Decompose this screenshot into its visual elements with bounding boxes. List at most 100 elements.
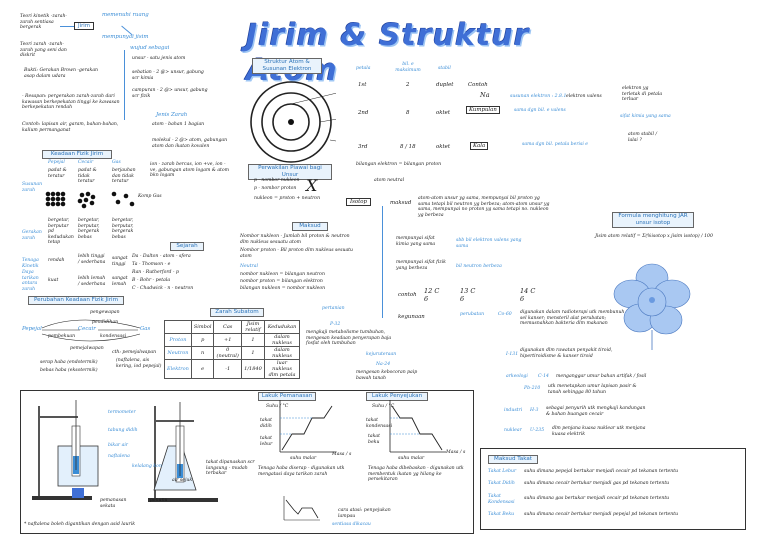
tenaga-cecair: lebih tinggi / sederhana [78, 254, 106, 265]
state-pepejal: Pepejal [22, 326, 42, 332]
table-cell: +1 [213, 333, 242, 347]
col-bil-e: bil. e maksimum [395, 62, 421, 73]
formula-jar-text: Jisim atom relatif = Σ(%isotop x jisim i… [595, 234, 713, 239]
tenaga-pepejal: rendah [48, 258, 65, 263]
col-pepejal: Pepejal [48, 160, 65, 165]
daya-gas: sangat lemah [112, 276, 128, 287]
isotop-contoh: contoh [398, 292, 417, 298]
bebas-haba: bebas haba (eksotermik) [40, 368, 98, 373]
col-cecair: Cecair [78, 160, 94, 165]
state-gas: Gas [140, 326, 151, 332]
keg-p32-note: mengkaji metabolisme tumbuhan, mengesan … [306, 330, 392, 347]
keg-pb210-note: utk menetapkan umur lapisan pasir & tana… [548, 384, 637, 395]
molekul-text: molekul - 2 @> atom, gabungan atom dan i… [152, 138, 228, 149]
pemanasan-suhu: Suhu / °C [266, 404, 289, 409]
label-sentiasa: sentiasa dikacau [332, 522, 371, 527]
shell-1st-max: 2 [406, 82, 410, 88]
table-cell: 1 [240, 333, 266, 347]
pemanasan-takat-didih: takat didih [260, 418, 272, 429]
table-cell: Elektron [164, 359, 192, 379]
label-tabung-didih: tabung didih [108, 428, 138, 433]
penyejukan-masa: Masa / s [446, 450, 466, 455]
keg-na24: Na-24 [376, 362, 391, 367]
unsur-text: unsur - satu jenis atom [132, 56, 186, 61]
page-title: Jirim & Struktur Atom [246, 18, 530, 88]
label-supercooling: cara atasi: penyejukan lampau [338, 508, 391, 519]
neutral-eq-2: nombor proton = bilangan elektron [240, 279, 323, 284]
zarah-subatom-header: Zarah Subatom [210, 308, 264, 317]
gerakan-cecair: bergetar, berputar, bergerak bebas [78, 218, 100, 240]
isotop-node: Isotop [346, 198, 372, 207]
sejarah-bohr: B - Bohr - petala [132, 278, 171, 283]
keg-i131: I-131 [506, 352, 519, 357]
jirim-node: Jirim [74, 22, 95, 31]
carbon-14: 14 C 6 [520, 287, 536, 303]
takat-kondensasi-term: Takat Kondensasi [488, 494, 515, 505]
takat-beku-term: Takat Beku [488, 512, 515, 517]
gerakan-pepejal: bergetar, berputar pd kedudukan tetap [48, 218, 74, 246]
table-cell: 1 [240, 346, 266, 360]
table-cell: dalam nukleus [264, 346, 300, 360]
term-pendidihan: pendidihan [92, 320, 119, 325]
takat-beku-def: suhu dimana cecair bertukar menjadi pepe… [524, 512, 679, 517]
label-naftalena: naftalena [108, 454, 130, 459]
term-cth: cth: pemejalwapan [112, 350, 157, 355]
sejarah-chadwick: C - Chadwick - n - neutron [132, 286, 194, 291]
campuran-text: campuran - 2 @> unsur, gabung scr fizik [132, 88, 208, 99]
keg-c14-note: menganggar umur bahan artifak / fosil [556, 374, 647, 379]
shell-2nd: 2nd [358, 110, 369, 116]
sejarah-header: Sejarah [170, 242, 204, 251]
connector [60, 26, 74, 27]
perubahan-arrows [41, 319, 141, 342]
label-termometer: termometer [108, 410, 136, 415]
atom-neutral: atom neutral [374, 178, 405, 183]
atom-text: atom - bahan 1 bagian [152, 122, 205, 127]
keg-h3: H-3 [530, 408, 539, 413]
label-air-sejuk: air sejuk [172, 478, 193, 483]
susunan-gas: berjauhan dan tidak teratur [112, 168, 136, 185]
shell-3rd-max: 8 / 18 [400, 144, 416, 150]
neutral-label: Neutral [240, 264, 258, 269]
state-cecair: Cecair [78, 326, 96, 332]
sifat-fizik: mempunyai sifat fizik yang berbeza [396, 260, 446, 271]
kala-note: sama dgn bil. petala berisi e [522, 142, 588, 147]
jenis-zarah-text: Jenis Zarah [156, 112, 188, 118]
shell-3rd: 3rd [358, 144, 368, 150]
sifat-kimia-note: sbb bil elektron valens yang sama [456, 238, 522, 249]
isotop-def: atom-atom unsur yg sama, mempunyai bil p… [418, 196, 550, 218]
lakuk-penyejukan-header: Lakuk Penyejukan [366, 392, 428, 401]
col-gas: Gas [112, 160, 121, 165]
isotop-maksud: maksud [390, 200, 412, 206]
maksud-takat-header: Maksud Takat [488, 455, 538, 464]
na-symbol: Na [480, 91, 490, 99]
perwakilan-proton: p - nombor proton [254, 186, 297, 191]
connector [382, 206, 383, 318]
keg-arkeologi: arkeologi [506, 374, 528, 379]
neutral-eq-3: bilangan nukleon = nombor nukleon [240, 286, 326, 291]
komp-gas: Komp Gas [138, 194, 162, 199]
susunan-e: susunan elektron : 2.8.1 [510, 94, 567, 99]
table-cell: 1/1840 [240, 359, 266, 379]
keg-perubatan: perubatan [460, 312, 485, 317]
takat-didih-term: Takat Didih [488, 481, 515, 486]
contoh-resapan-text: Contoh: lapisan air, garam, bahan-bahan,… [22, 122, 119, 133]
neutral-eq-1: nombor nukleon = bilangan neutron [240, 272, 325, 277]
footnote: * naftalena boleh digantikan dengan asid… [24, 522, 135, 527]
table-header [164, 320, 192, 334]
table-cell: n [190, 346, 215, 360]
proton-note: bilangan elektron = bilangan proton [356, 162, 442, 167]
ion-text: ion - zarah bercas, ion +ve, ion -ve, ga… [150, 162, 230, 179]
table-header: Simbol [190, 320, 215, 334]
serap-haba: serap haba (endotermik) [40, 360, 98, 365]
formula-jar-header: Formula menghitung JAR unsur isotop [612, 212, 694, 228]
carbon-13: 13 C 6 [460, 287, 476, 303]
table-cell: e [190, 359, 215, 379]
pemanasan-masa: Masa / s [332, 452, 352, 457]
atom-stabil: atom stabil / lalai ? [628, 132, 657, 143]
keg-na24-note: mengesan kebocoran paip bawah tanah [356, 370, 418, 381]
keadaan-fizik-header: Keadaan Fizik Jirim [42, 150, 112, 159]
penyejukan-takat-kondensasi: takat kondensasi [366, 418, 393, 429]
keg-co60: Co-60 [498, 312, 512, 317]
shell-2nd-stable: oktet [436, 110, 451, 116]
keg-co60-note: digunakan dalam radioterapi utk membunuh… [520, 310, 625, 327]
